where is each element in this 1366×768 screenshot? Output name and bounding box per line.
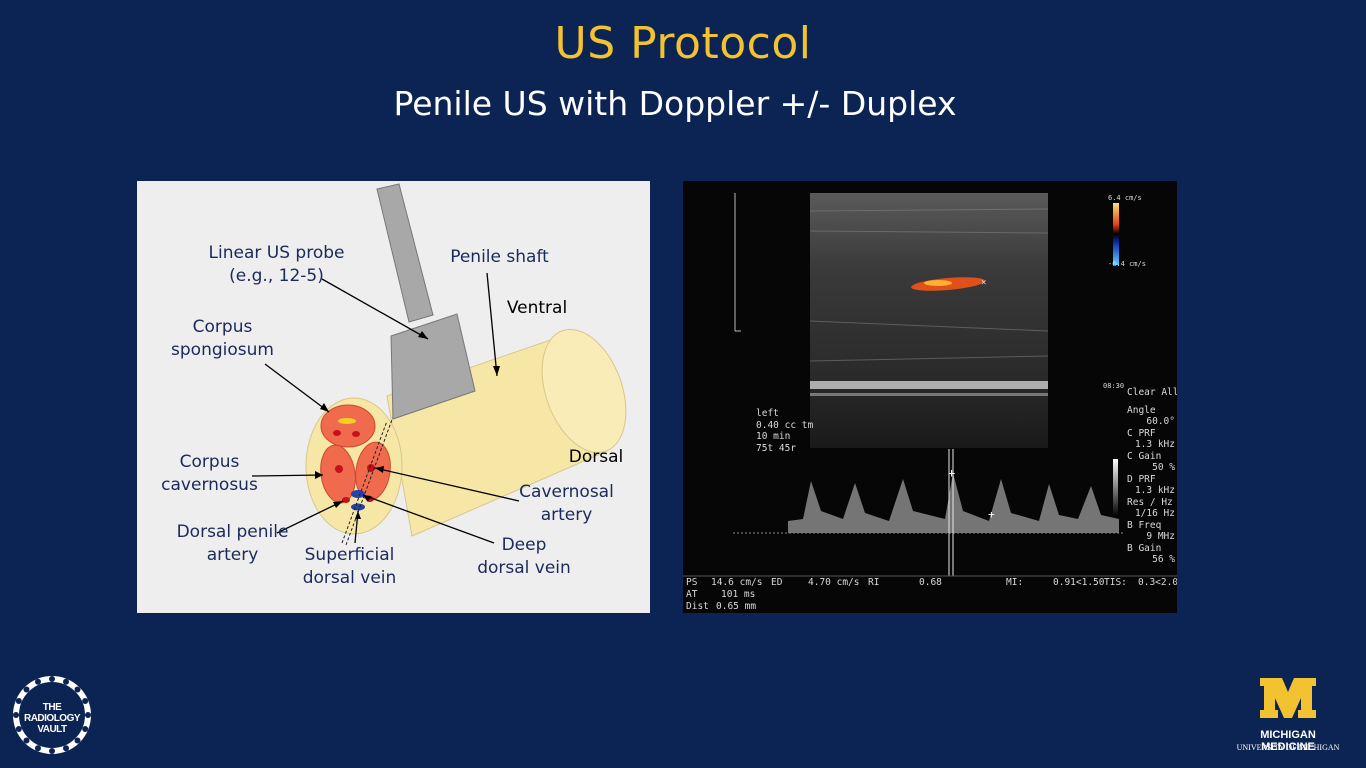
svg-text:+: + [948, 466, 955, 480]
setting-bgain-value: 56 % [1152, 554, 1175, 565]
radiology-vault-text: THE RADIOLOGY VAULT [23, 702, 81, 735]
label-superficial-dorsal-vein: Superficial dorsal vein [302, 545, 397, 588]
label-probe: Linear US probe (e.g., 12-5) [208, 243, 345, 286]
doppler-gray-bar [1113, 459, 1118, 517]
ps-value: 14.6 cm/s [711, 577, 763, 588]
label-dorsal: Dorsal [568, 447, 624, 467]
color-scale-bar [1113, 203, 1119, 265]
setting-cprf-label: C PRF [1127, 427, 1156, 439]
at-value: 101 ms [721, 589, 756, 600]
slide-subtitle: Penile US with Doppler +/- Duplex [393, 84, 957, 123]
dist-value: 0.65 mm [716, 601, 757, 612]
setting-cprf-value: 1.3 kHz [1134, 439, 1175, 450]
cavernosal-artery-left [335, 465, 343, 473]
urethra-shape [338, 418, 356, 424]
ri-label: RI [868, 577, 880, 588]
setting-dprf-label: D PRF [1127, 473, 1156, 485]
setting-bfreq-label: B Freq [1127, 519, 1162, 531]
info-side: left [756, 408, 779, 419]
slide-title: US Protocol [554, 18, 812, 69]
michigan-medicine-text: MICHIGAN MEDICINE [1260, 729, 1316, 753]
label-corpus-cavernosus: Corpus cavernosus [161, 452, 258, 495]
shaft-end-ellipse [541, 328, 627, 454]
penile-anatomy-diagram: Linear US probe (e.g., 12-5) Penile shaf… [137, 181, 650, 613]
label-deep-dorsal-vein: Deep dorsal vein [477, 535, 571, 578]
scale-top: 6.4 cm/s [1108, 194, 1142, 202]
tis-label: TIS: [1104, 577, 1127, 588]
info-time: 10 min [756, 431, 791, 442]
label-cavernosal-artery: Cavernosal artery [519, 482, 614, 525]
scale-bottom: -6.4 cm/s [1108, 260, 1146, 268]
svg-text:×: × [981, 278, 986, 288]
exam-info: left 0.40 cc tm 10 min 75t 45r [756, 408, 813, 454]
us-probe-shape [376, 183, 476, 420]
corpus-spongiosum-shape [320, 404, 376, 448]
tunica-echo [810, 381, 1048, 389]
info-dose: 0.40 cc tm [756, 419, 814, 431]
label-penile-shaft: Penile shaft [450, 247, 549, 267]
setting-bfreq-value: 9 MHz [1146, 531, 1175, 542]
setting-res-value: 1/16 Hz [1134, 508, 1175, 519]
label-dorsal-penile-artery: Dorsal penile artery [176, 522, 289, 565]
ultrasound-graphics: × + + [683, 193, 1177, 577]
ri-value: 0.68 [919, 577, 942, 588]
ed-value: 4.70 cm/s [808, 577, 860, 588]
ultrasound-image: × + + 6.4 cm/s -6.4 cm/s 08:30 Clear All… [683, 181, 1177, 613]
label-ventral: Ventral [506, 298, 568, 318]
setting-angle-label: Angle [1127, 404, 1156, 416]
setting-angle-value: 60.0° [1146, 416, 1175, 427]
svg-text:+: + [988, 508, 995, 521]
mi-label: MI: [1006, 577, 1024, 588]
label-corpus-spongiosum: Corpus spongiosum [171, 317, 274, 360]
setting-dprf-value: 1.3 kHz [1134, 485, 1175, 496]
michigan-medicine-logo: MICHIGAN MEDICINE UNIVERSITY OF MICHIGAN [1232, 676, 1352, 756]
setting-0: Clear All [1127, 387, 1177, 398]
radiology-vault-logo: THE RADIOLOGY VAULT [12, 675, 92, 755]
setting-cgain-value: 50 % [1152, 462, 1175, 473]
settings-panel: Clear All Angle 60.0° C PRF 1.3 kHz C Ga… [1127, 387, 1177, 566]
setting-res-label: Res / Hz [1127, 496, 1173, 508]
university-of-michigan-text: UNIVERSITY OF MICHIGAN [1236, 743, 1340, 752]
clock: 08:30 [1103, 382, 1125, 390]
b-mode-image [810, 193, 1048, 448]
at-label: AT [686, 589, 698, 600]
dist-label: Dist [686, 601, 709, 612]
ps-label: PS [686, 577, 698, 588]
dorsal-artery-left [342, 497, 350, 503]
mi-value: 0.91<1.50 [1053, 577, 1105, 588]
deep-dorsal-vein-shape [351, 490, 365, 498]
info-angle: 75t 45r [756, 442, 797, 454]
ed-label: ED [771, 577, 783, 588]
diagram-illustration [251, 183, 627, 546]
superficial-dorsal-vein-shape [351, 503, 365, 511]
setting-cgain-label: C Gain [1127, 450, 1162, 462]
tis-value: 0.3<2.0 [1138, 577, 1177, 588]
corpus-cavernosum-left [320, 444, 356, 504]
setting-bgain-label: B Gain [1127, 542, 1162, 554]
